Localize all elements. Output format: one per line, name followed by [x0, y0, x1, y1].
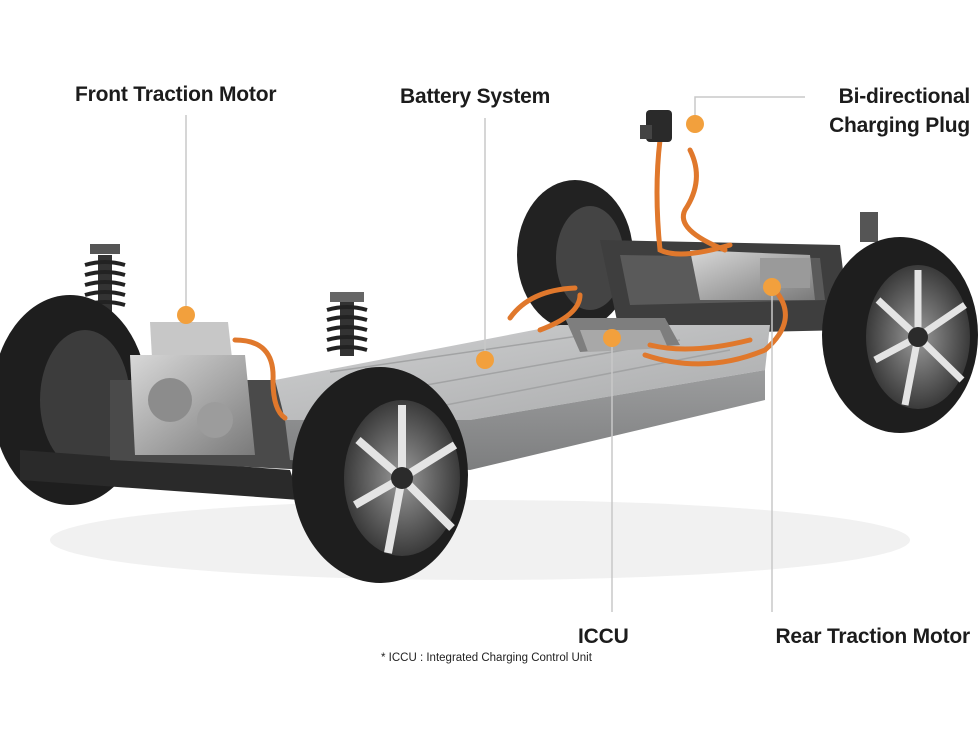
iccu-callout-dot	[603, 329, 621, 347]
front-right-wheel	[292, 367, 468, 583]
front-motor-callout-dot	[177, 306, 195, 324]
charging-plug-callout-dot	[686, 115, 704, 133]
front-strut-left	[84, 244, 126, 315]
charging-plug-label-line2: Charging Plug	[829, 114, 970, 137]
front-traction-motor	[130, 322, 255, 455]
rear-left-wheel	[517, 180, 633, 330]
rear-right-wheel	[822, 237, 978, 433]
rear-strut	[860, 212, 878, 242]
ground-shadow	[50, 500, 910, 580]
hv-cables	[232, 137, 788, 421]
charging-plug-label-line1: Bi-directional	[838, 85, 971, 108]
front-traction-motor-label: Front Traction Motor	[75, 83, 277, 106]
iccu-footnote: * ICCU : Integrated Charging Control Uni…	[381, 652, 592, 664]
battery-system-label: Battery System	[400, 85, 551, 108]
iccu-label: ICCU	[578, 625, 629, 648]
rear-traction-motor	[690, 250, 815, 300]
front-strut-right	[326, 292, 368, 356]
rear-traction-motor-label: Rear Traction Motor	[775, 625, 970, 648]
rear-motor-callout-dot	[763, 278, 781, 296]
leader-lines	[185, 96, 805, 612]
battery-callout-dot	[476, 351, 494, 369]
charging-plug	[640, 110, 672, 142]
